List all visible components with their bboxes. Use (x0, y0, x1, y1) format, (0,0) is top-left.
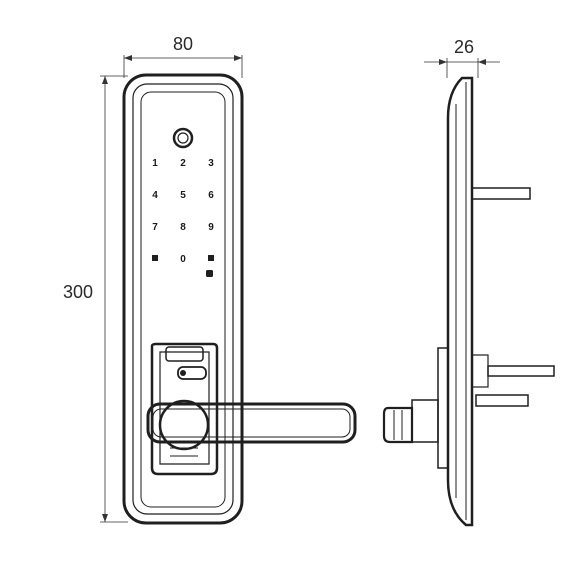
keypad-key-3: 3 (208, 158, 214, 169)
handle-housing (150, 342, 219, 476)
key-cylinder-icon (172, 127, 194, 149)
front-body-inner (132, 83, 234, 515)
lever-handle-inner (152, 408, 351, 438)
width-dimension-label: 80 (173, 34, 193, 54)
height-dimension-label: 300 (63, 282, 93, 302)
key-slot-dot (180, 370, 186, 376)
post-bracket (471, 354, 489, 388)
height-dimension: 300 (63, 75, 128, 523)
depth-dimension-label: 26 (454, 37, 474, 57)
side-handle-boss (437, 347, 449, 469)
side-handle-neck (411, 399, 439, 443)
side-lever-end (382, 406, 414, 444)
depth-dimension: 26 (424, 37, 500, 78)
keypad-symbol-key (152, 255, 158, 261)
depth-arrow-left (439, 59, 447, 65)
width-arrow-right (234, 55, 242, 61)
keypad-key-5: 5 (180, 190, 186, 201)
width-arrow-left (124, 55, 132, 61)
side-view (382, 76, 555, 527)
keypad-key-2: 2 (180, 158, 186, 169)
key-slot-cover (177, 366, 207, 380)
front-body-outer (122, 73, 244, 525)
keypad: 1 2 3 4 5 6 7 8 9 0 (152, 158, 214, 265)
keypad-key-9: 9 (208, 222, 214, 233)
handle-rosette (158, 399, 210, 451)
front-view: 1 2 3 4 5 6 7 8 9 0 (122, 73, 357, 525)
keypad-key-4: 4 (152, 190, 158, 201)
keypad-key-8: 8 (180, 222, 186, 233)
fingerprint-reader (165, 346, 204, 362)
keypad-key-7: 7 (152, 222, 158, 233)
lower-mounting-post (475, 394, 529, 407)
keypad-key-6: 6 (208, 190, 214, 201)
side-body-profile (446, 76, 474, 527)
keypad-key-0: 0 (180, 254, 186, 265)
height-arrow-top (102, 76, 108, 84)
keypad-key-1: 1 (152, 158, 158, 169)
upper-mounting-post (471, 187, 531, 200)
lever-handle (146, 402, 357, 444)
height-arrow-bottom (102, 514, 108, 522)
middle-mounting-post (487, 365, 555, 377)
status-indicator (206, 270, 213, 277)
front-face-plate (140, 91, 226, 508)
depth-arrow-right (478, 59, 486, 65)
keypad-symbol-key (208, 255, 214, 261)
width-dimension: 80 (123, 34, 243, 78)
